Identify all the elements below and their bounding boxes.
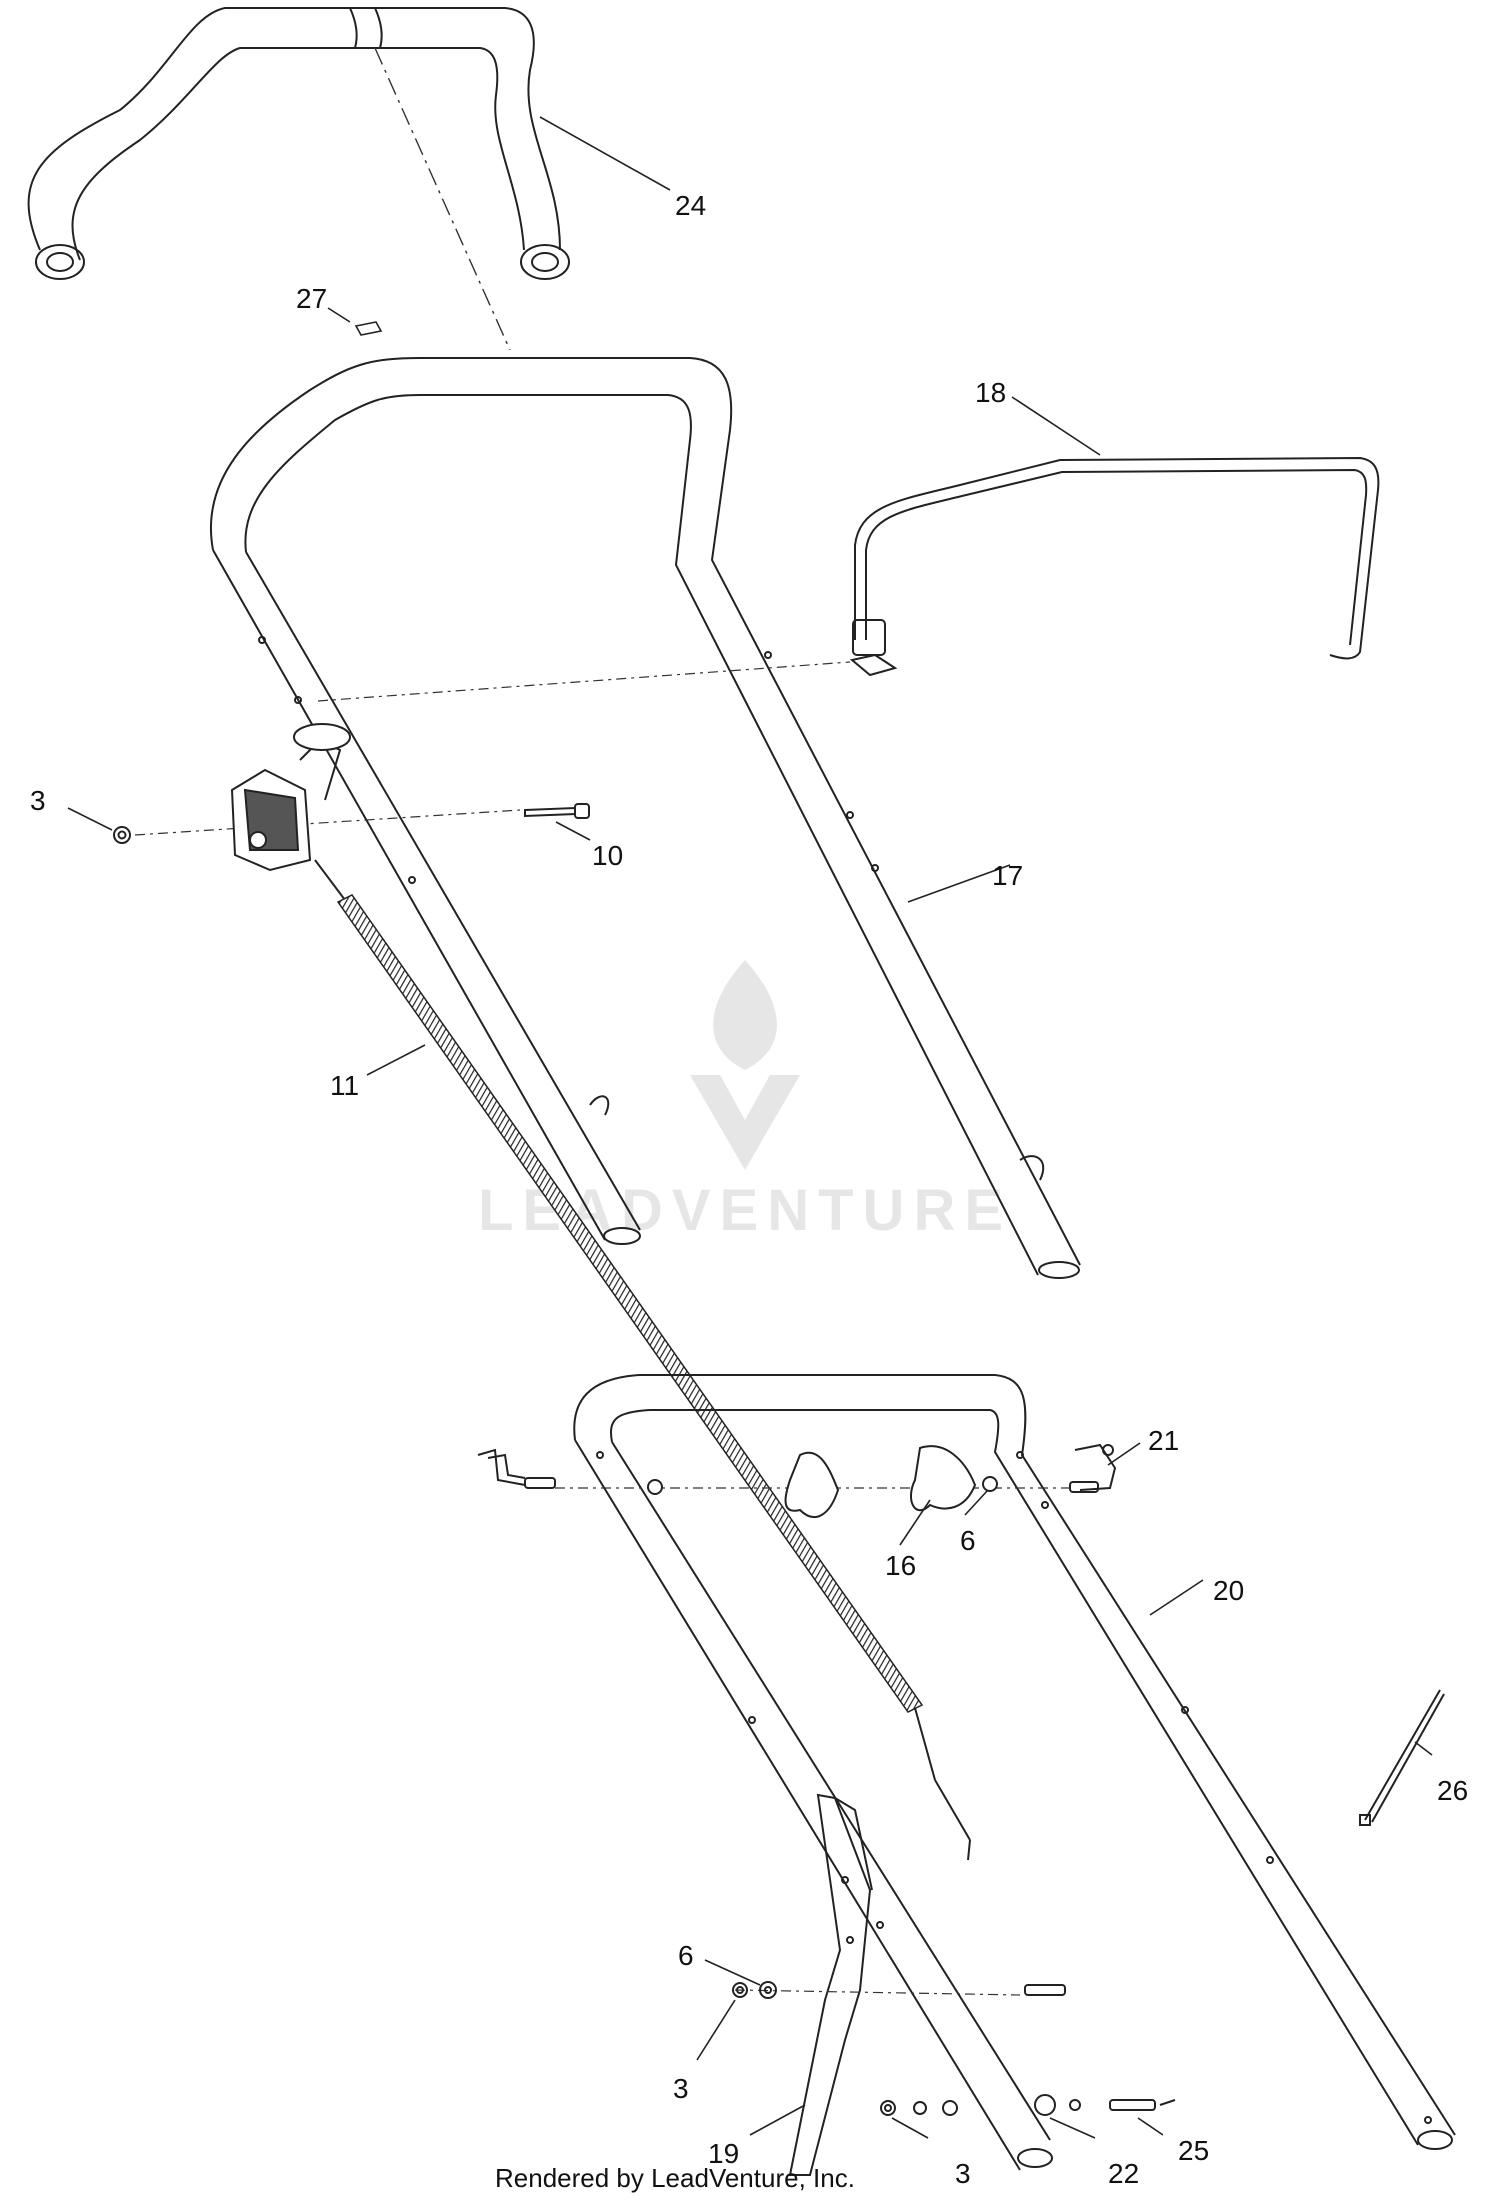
handle-grip-24 (27, 7, 570, 280)
callout-labels: 24 27 18 3 10 17 11 21 16 6 20 26 6 3 19… (30, 190, 1468, 2189)
callout-24: 24 (675, 190, 706, 221)
callout-25: 25 (1178, 2135, 1209, 2166)
assembly-line-18 (317, 661, 851, 702)
upper-handle-17 (210, 357, 1081, 1279)
callout-3-mid: 3 (673, 2073, 689, 2104)
callout-27: 27 (296, 283, 327, 314)
callout-17: 17 (992, 860, 1023, 891)
callout-26: 26 (1437, 1775, 1468, 1806)
leader-lines (67, 116, 1433, 2139)
brackets-21 (477, 1443, 1117, 1493)
pin-10 (524, 803, 590, 819)
callout-6-top: 6 (960, 1525, 976, 1556)
cable-control-11 (230, 723, 971, 1861)
assembly-line-3 (134, 809, 521, 836)
callout-10: 10 (592, 840, 623, 871)
assembly-line-19 (734, 1989, 1021, 1996)
callout-6-bottom: 6 (678, 1940, 694, 1971)
callout-11: 11 (330, 1070, 359, 1101)
control-bail-18 (849, 456, 1380, 677)
label-27 (354, 321, 383, 336)
callout-21: 21 (1148, 1425, 1179, 1456)
callout-20: 20 (1213, 1575, 1244, 1606)
nut-3-top (113, 826, 131, 844)
lower-handle-20 (573, 1374, 1456, 2171)
callout-19: 19 (708, 2138, 739, 2169)
callout-18: 18 (975, 377, 1006, 408)
callout-3-top: 3 (30, 785, 46, 816)
callout-22: 22 (1108, 2158, 1139, 2189)
knobs-16 (647, 1445, 998, 1519)
cable-tie-26 (1359, 1689, 1445, 1826)
bracket-19 (788, 1793, 873, 2176)
assembly-line-24 (374, 47, 511, 351)
hardware-bottom (732, 1981, 1176, 2116)
callout-16: 16 (885, 1550, 916, 1581)
callout-3-bottom: 3 (955, 2158, 971, 2189)
footer-credit: Rendered by LeadVenture, Inc. (495, 2163, 855, 2193)
